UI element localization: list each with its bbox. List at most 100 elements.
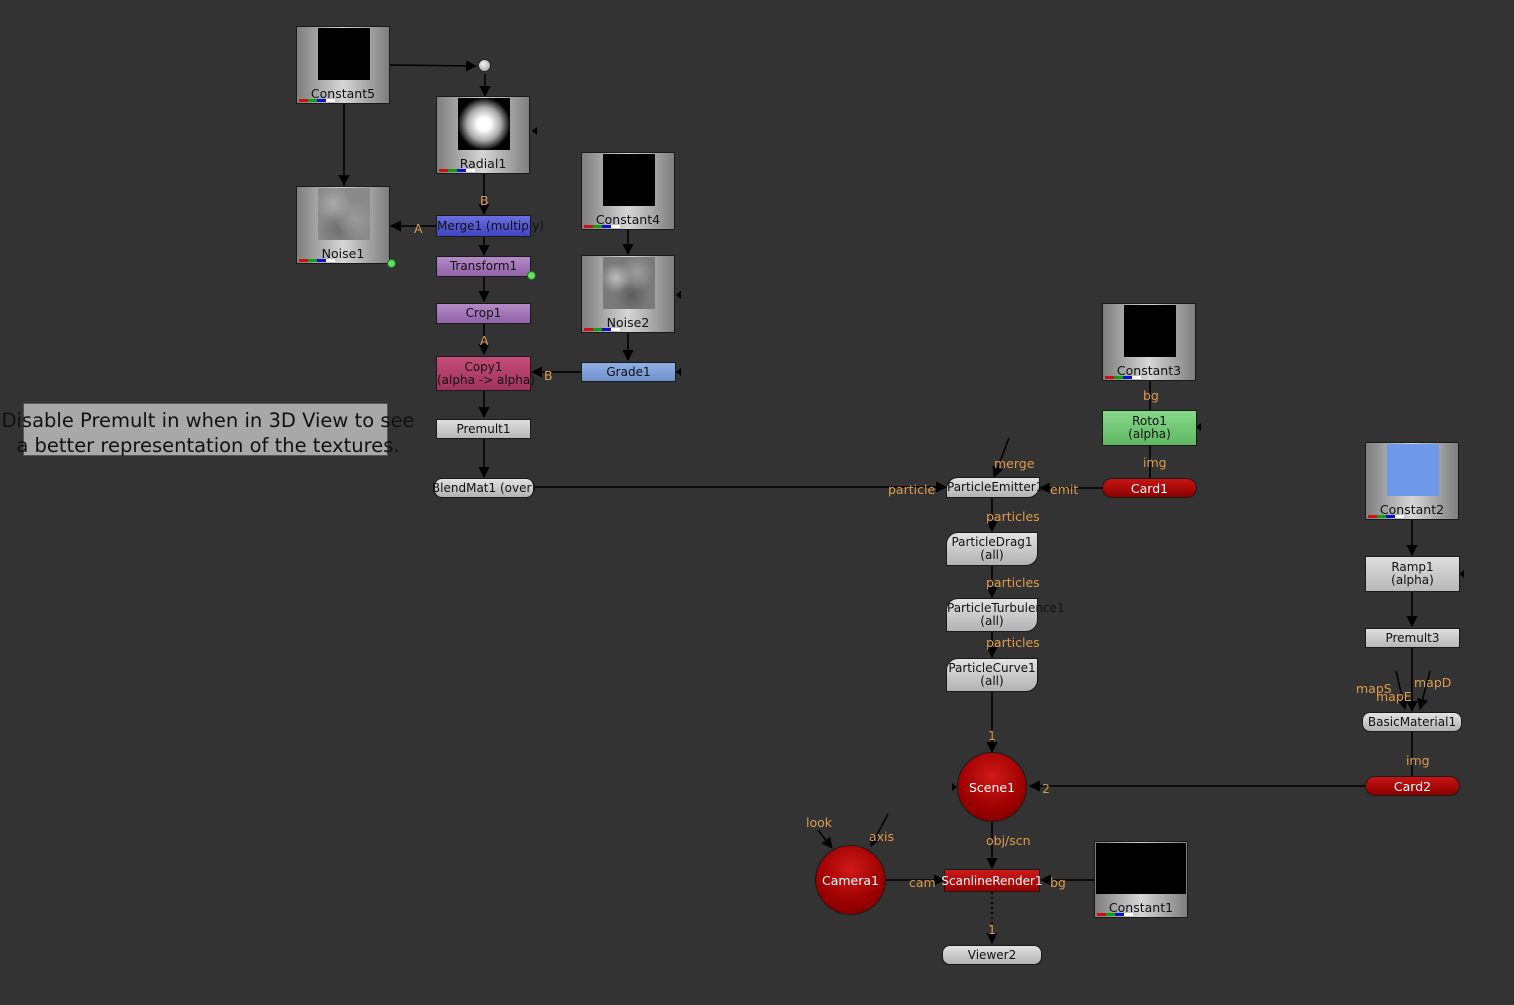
edge-label: 2: [1042, 781, 1050, 796]
node-label: Transform1: [449, 259, 518, 274]
edge-label: 1: [988, 728, 996, 743]
node-blendmat1[interactable]: BlendMat1 (over): [431, 478, 537, 498]
mask-indicator-dot: [387, 259, 396, 268]
node-particle-curve1[interactable]: ParticleCurve1 (all): [946, 658, 1038, 692]
node-sublabel: (alpha): [1391, 573, 1434, 587]
node-ramp1[interactable]: Ramp1 (alpha): [1365, 556, 1460, 592]
constant2-thumbnail: [1387, 444, 1439, 496]
node-sublabel: (alpha -> alpha): [437, 372, 535, 387]
node-constant3[interactable]: Constant3: [1102, 303, 1196, 381]
node-label: Constant2: [1379, 502, 1445, 517]
edge-label: emit: [1050, 482, 1079, 497]
edge-label: particles: [986, 635, 1040, 650]
node-sublabel: (all): [980, 614, 1004, 628]
edge-label: look: [806, 815, 833, 830]
node-roto1[interactable]: Roto1 (alpha): [1102, 410, 1197, 446]
channel-indicator: [1097, 913, 1133, 916]
node-constant5[interactable]: Constant5: [296, 26, 390, 104]
edge-label: mapS: [1356, 681, 1392, 696]
node-label: Noise2: [606, 315, 650, 330]
node-label: Camera1: [821, 872, 879, 888]
node-camera1[interactable]: Camera1: [815, 845, 886, 915]
edge-label: 1: [988, 922, 996, 937]
node-label: Roto1: [1132, 414, 1167, 429]
node-premult1[interactable]: Premult1: [436, 419, 531, 439]
edge-label: particles: [986, 509, 1040, 524]
node-label: Crop1: [465, 306, 502, 321]
node-label: ScanlineRender1: [941, 873, 1043, 888]
noise1-thumbnail: [318, 188, 370, 240]
edge-label: A: [480, 333, 489, 348]
mask-indicator-dot: [527, 271, 536, 280]
edge-label: cam: [909, 875, 936, 890]
node-constant4[interactable]: Constant4: [581, 152, 675, 230]
node-viewer2[interactable]: Viewer2: [942, 945, 1042, 965]
radial1-thumbnail: [458, 98, 510, 150]
edge-label: B: [480, 193, 489, 208]
node-label: Viewer2: [967, 948, 1017, 962]
node-noise2[interactable]: Noise2: [581, 255, 675, 333]
node-label: ParticleCurve1: [948, 661, 1036, 676]
edge-label: axis: [869, 829, 895, 844]
node-label: Constant3: [1116, 363, 1182, 378]
noise2-thumbnail: [603, 257, 655, 309]
node-label: Card2: [1393, 778, 1432, 794]
channel-indicator: [299, 99, 335, 102]
channel-indicator: [1105, 376, 1141, 379]
edge-label: bg: [1050, 875, 1066, 890]
node-label: Card1: [1130, 480, 1169, 496]
node-radial1[interactable]: Radial1: [436, 96, 530, 174]
node-premult3[interactable]: Premult3: [1365, 628, 1460, 648]
edge-label: particle: [888, 482, 936, 497]
node-label: Ramp1: [1391, 560, 1434, 575]
node-copy1[interactable]: Copy1 (alpha -> alpha): [436, 356, 535, 391]
node-scene1[interactable]: Scene1: [957, 752, 1027, 822]
node-grade1[interactable]: Grade1: [581, 362, 676, 382]
node-label: ParticleEmitter1: [947, 480, 1044, 495]
node-card2[interactable]: Card2: [1365, 776, 1460, 796]
node-label: Constant4: [595, 212, 661, 227]
node-label: Merge1 (multiply): [437, 218, 544, 233]
node-scanline-render1[interactable]: ScanlineRender1: [941, 869, 1043, 892]
channel-indicator: [1368, 515, 1404, 518]
node-transform1[interactable]: Transform1: [436, 256, 531, 277]
node-particle-turbulence1[interactable]: ParticleTurbulence1 (all): [946, 598, 1065, 632]
node-crop1[interactable]: Crop1: [436, 303, 531, 324]
node-basic-material1[interactable]: BasicMaterial1: [1362, 712, 1462, 732]
node-noise1[interactable]: Noise1: [296, 186, 390, 264]
node-label: Premult3: [1385, 630, 1440, 645]
node-sublabel: (all): [980, 548, 1004, 562]
node-label: Constant5: [310, 86, 376, 101]
sticky-note-text: Disable Premult in when in 3D View to se…: [1, 409, 415, 457]
edge-label: mapD: [1414, 675, 1452, 690]
edge-label: B: [544, 368, 553, 383]
constant1-thumbnail: [1096, 843, 1186, 894]
node-particle-drag1[interactable]: ParticleDrag1 (all): [946, 532, 1038, 566]
channel-indicator: [584, 328, 620, 331]
node-label: ParticleDrag1: [951, 535, 1033, 550]
dot-node[interactable]: [478, 59, 491, 72]
node-sublabel: (alpha): [1128, 427, 1171, 441]
node-constant1[interactable]: Constant1: [1094, 841, 1188, 918]
node-constant2[interactable]: Constant2: [1365, 442, 1459, 520]
channel-indicator: [439, 169, 475, 172]
node-label: Scene1: [968, 779, 1016, 795]
edge-label: mapE: [1376, 689, 1412, 704]
edge-label: img: [1406, 753, 1430, 768]
node-card1[interactable]: Card1: [1102, 478, 1197, 498]
edge-label: obj/scn: [986, 833, 1031, 848]
edge-label: img: [1143, 455, 1167, 470]
channel-indicator: [584, 225, 620, 228]
node-merge1[interactable]: Merge1 (multiply): [436, 215, 544, 237]
node-sublabel: (all): [980, 674, 1004, 688]
node-label: BlendMat1 (over): [431, 481, 537, 495]
node-label: Radial1: [459, 156, 507, 171]
node-label: BasicMaterial1: [1367, 715, 1457, 729]
node-label: Grade1: [606, 364, 651, 379]
edge-label: bg: [1143, 388, 1159, 403]
sticky-note[interactable]: [23, 403, 388, 456]
node-particle-emitter1[interactable]: ParticleEmitter1: [946, 477, 1044, 498]
edge-label: particles: [986, 575, 1040, 590]
constant3-thumbnail: [1124, 305, 1176, 357]
